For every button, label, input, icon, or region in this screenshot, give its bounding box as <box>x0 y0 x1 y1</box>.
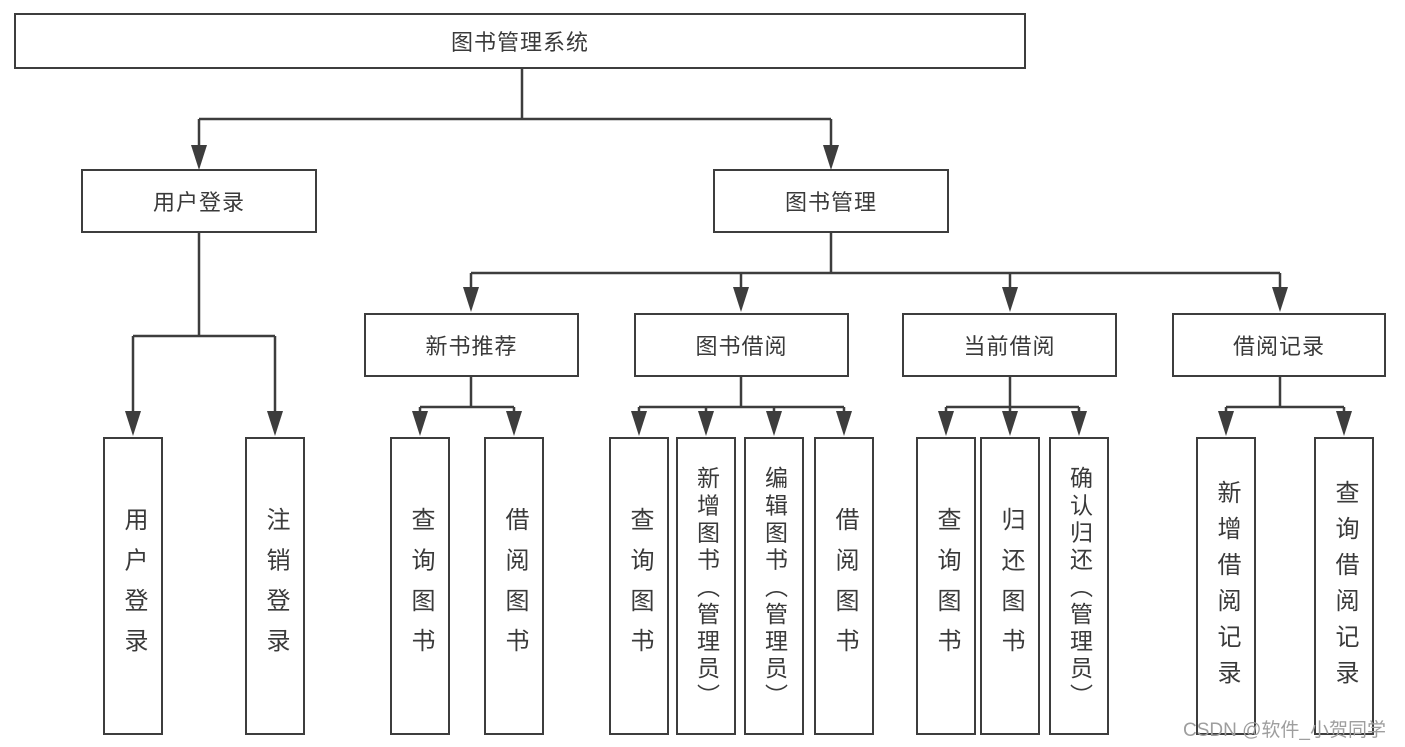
arrowheads <box>125 145 1352 436</box>
node-borrow-record: 借阅记录 <box>1172 313 1386 377</box>
leaf-borrow-add-book-admin: 新增图书（管理员） <box>676 437 736 735</box>
connector-stems <box>131 69 1346 414</box>
leaf-recommend-borrow-book: 借阅图书 <box>484 437 544 735</box>
leaf-current-query-book: 查询图书 <box>916 437 976 735</box>
leaf-record-query: 查询借阅记录 <box>1314 437 1374 735</box>
node-root: 图书管理系统 <box>14 13 1026 69</box>
leaf-record-add: 新增借阅记录 <box>1196 437 1256 735</box>
node-user-login: 用户登录 <box>81 169 317 233</box>
leaf-borrow-edit-book-admin: 编辑图书（管理员） <box>744 437 804 735</box>
node-book-management: 图书管理 <box>713 169 949 233</box>
node-new-book-recommend: 新书推荐 <box>364 313 579 377</box>
csdn-watermark: CSDN @软件_小贺同学 <box>1183 720 1386 741</box>
leaf-user-login: 用户登录 <box>103 437 163 735</box>
leaf-borrow-query-book: 查询图书 <box>609 437 669 735</box>
leaf-current-confirm-return-admin: 确认归还（管理员） <box>1049 437 1109 735</box>
node-book-borrow: 图书借阅 <box>634 313 849 377</box>
leaf-recommend-query-book: 查询图书 <box>390 437 450 735</box>
leaf-borrow-borrow-book: 借阅图书 <box>814 437 874 735</box>
leaf-current-return-book: 归还图书 <box>980 437 1040 735</box>
node-current-borrow: 当前借阅 <box>902 313 1117 377</box>
leaf-logout: 注销登录 <box>245 437 305 735</box>
